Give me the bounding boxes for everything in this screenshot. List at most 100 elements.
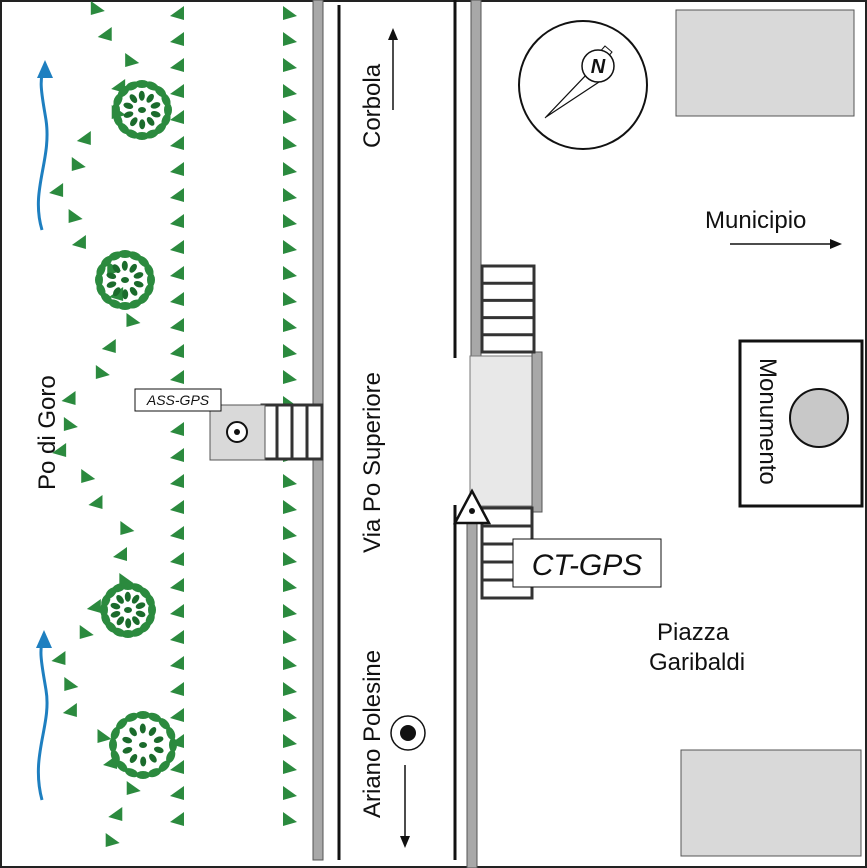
vegetation-tick xyxy=(170,578,184,592)
right-wall-upper xyxy=(470,0,482,359)
vegetation-tick xyxy=(283,552,297,566)
vegetation-tick xyxy=(170,84,184,98)
monument-enclosure xyxy=(738,339,864,508)
road-name-label: Via Po Superiore xyxy=(359,372,386,553)
vegetation-tick xyxy=(125,53,140,67)
arrow-north xyxy=(388,28,398,110)
vegetation-tick xyxy=(71,157,86,171)
tree-icon xyxy=(109,711,177,779)
vegetation-tick xyxy=(170,110,184,124)
vegetation-tick xyxy=(170,682,184,696)
vegetation-tick xyxy=(51,651,66,665)
vegetation-tick xyxy=(97,729,112,743)
stairs-upper xyxy=(480,264,536,354)
compass-icon: N xyxy=(518,20,648,150)
vegetation-tick xyxy=(170,526,184,540)
vegetation-tick xyxy=(170,32,184,46)
river-flow-arrow-bottom xyxy=(36,630,52,801)
building-top-right xyxy=(675,9,855,117)
vegetation-tick xyxy=(170,656,184,670)
vegetation-tick xyxy=(71,235,86,249)
vegetation-tick xyxy=(170,58,184,72)
vegetation-tick xyxy=(283,188,297,202)
vegetation-tick xyxy=(170,448,184,462)
vegetation-tick xyxy=(283,656,297,670)
road-marker-icon xyxy=(390,715,426,751)
vegetation-tick xyxy=(95,365,110,379)
vegetation-tick xyxy=(170,240,184,254)
river-flow-arrow-top xyxy=(36,60,53,231)
vegetation-tick xyxy=(101,339,116,353)
compass-north-letter: N xyxy=(591,56,606,78)
vegetation-tick xyxy=(170,422,184,436)
vegetation-tick xyxy=(283,136,297,150)
vegetation-tick xyxy=(283,630,297,644)
piazza-label-line1: Piazza xyxy=(657,619,730,646)
monument-icon xyxy=(789,388,849,448)
arrow-east xyxy=(730,239,842,249)
vegetation-tick xyxy=(170,760,184,774)
vegetation-tick xyxy=(283,58,297,72)
vegetation-tick xyxy=(283,6,297,20)
ass-gps-label-box xyxy=(134,388,222,412)
vegetation-tick xyxy=(108,807,123,821)
vegetation-tick xyxy=(97,27,112,41)
arrow-south xyxy=(400,765,410,848)
vegetation-tick xyxy=(283,734,297,748)
vegetation-tick xyxy=(283,32,297,46)
vegetation-tick xyxy=(170,708,184,722)
vegetation-tick xyxy=(79,625,94,639)
vegetation-tick xyxy=(283,110,297,124)
vegetation-tick xyxy=(283,266,297,280)
vegetation-tick xyxy=(170,500,184,514)
vegetation-tick xyxy=(170,474,184,488)
vegetation-tick xyxy=(283,474,297,488)
tree-icon xyxy=(95,250,155,310)
vegetation-tick xyxy=(62,703,77,717)
vegetation-tick xyxy=(170,162,184,176)
vegetation-tick xyxy=(283,370,297,384)
platform-wall xyxy=(531,351,543,513)
vegetation-tick xyxy=(283,162,297,176)
ct-gps-label-box xyxy=(512,538,662,588)
vegetation-tick xyxy=(68,209,83,223)
vegetation-tick xyxy=(81,469,96,483)
vegetation-tick xyxy=(88,495,103,509)
vegetation-tick xyxy=(105,833,120,847)
vegetation-tick xyxy=(170,812,184,826)
ct-gps-label: CT-GPS xyxy=(532,549,643,582)
vegetation-tick xyxy=(170,292,184,306)
vegetation-tick xyxy=(283,578,297,592)
vegetation-tick xyxy=(170,604,184,618)
tree-icon xyxy=(100,582,156,638)
vegetation-tick xyxy=(170,552,184,566)
vegetation-tick xyxy=(283,786,297,800)
vegetation-tick xyxy=(64,677,79,691)
municipio-label: Municipio xyxy=(705,207,806,234)
vegetation-tick xyxy=(283,318,297,332)
vegetation-tick xyxy=(283,760,297,774)
vegetation-tick xyxy=(283,604,297,618)
vegetation-tick xyxy=(283,682,297,696)
vegetation-tick xyxy=(170,266,184,280)
vegetation-tick xyxy=(283,214,297,228)
stairs-riverbank xyxy=(260,403,324,461)
vegetation-tick xyxy=(170,786,184,800)
corbola-label: Corbola xyxy=(359,63,386,148)
vegetation-tick xyxy=(86,599,101,613)
vegetation-tick xyxy=(283,292,297,306)
building-bottom-right xyxy=(680,749,862,857)
vegetation-tick xyxy=(126,781,141,795)
vegetation-tick xyxy=(170,214,184,228)
ass-gps-label: ASS-GPS xyxy=(146,392,210,408)
vegetation-tick xyxy=(63,417,78,431)
vegetation-tick xyxy=(283,240,297,254)
vegetation-tick xyxy=(170,370,184,384)
ariano-polesine-label: Ariano Polesine xyxy=(359,650,386,818)
vegetation-tick xyxy=(76,131,91,145)
vegetation-tick xyxy=(52,443,67,457)
vegetation-tick xyxy=(170,630,184,644)
vegetation-tick xyxy=(170,6,184,20)
